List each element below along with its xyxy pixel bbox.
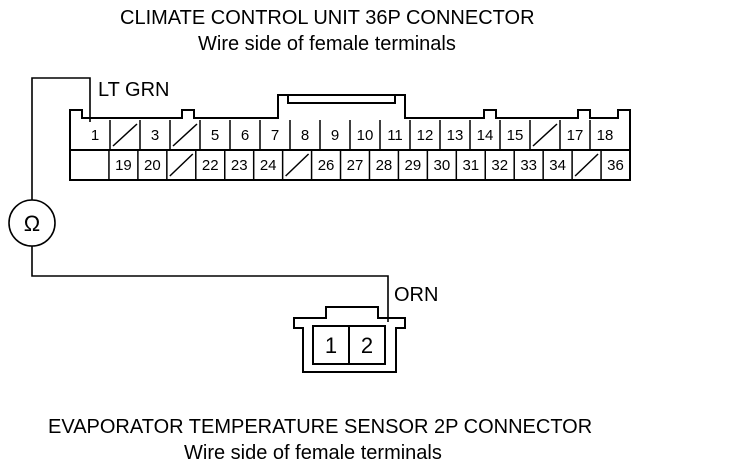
pin-12: 12 <box>417 127 434 144</box>
ohm-symbol: Ω <box>24 211 40 236</box>
2p-pin-2: 2 <box>361 333 373 358</box>
2p-cell-2 <box>348 325 386 365</box>
pin-1: 1 <box>91 127 99 144</box>
pin-6: 6 <box>241 127 249 144</box>
ohmmeter-icon <box>8 199 56 247</box>
pin-10: 10 <box>357 127 374 144</box>
pin-28: 28 <box>376 157 393 174</box>
pin-24: 24 <box>260 157 277 174</box>
pin-14: 14 <box>477 127 494 144</box>
pin-3: 3 <box>151 127 159 144</box>
empty-cavity-slash <box>172 123 198 147</box>
pin-7: 7 <box>271 127 279 144</box>
empty-cavity-slash <box>112 123 138 147</box>
pin-18: 18 <box>597 127 614 144</box>
lt-grn-wire-label: LT GRN <box>98 79 170 101</box>
bottom-connector-title: EVAPORATOR TEMPERATURE SENSOR 2P CONNECT… <box>48 416 592 438</box>
pin-19: 19 <box>115 157 132 174</box>
2p-pin-1: 1 <box>325 333 337 358</box>
empty-cavity-slash <box>169 153 194 177</box>
evaporator-2p-connector <box>293 306 406 373</box>
pin-26: 26 <box>318 157 335 174</box>
bottom-connector-subtitle: Wire side of female terminals <box>184 442 442 464</box>
orn-wire-label: ORN <box>394 284 438 306</box>
pin-15: 15 <box>507 127 524 144</box>
pin-31: 31 <box>462 157 479 174</box>
pin-17: 17 <box>567 127 584 144</box>
pin-8: 8 <box>301 127 309 144</box>
pin-36: 36 <box>607 157 624 174</box>
pin-32: 32 <box>491 157 508 174</box>
top-connector-title: CLIMATE CONTROL UNIT 36P CONNECTOR <box>120 7 535 29</box>
pin-34: 34 <box>549 157 566 174</box>
pin-33: 33 <box>520 157 537 174</box>
orn-wire <box>31 246 389 322</box>
pin-13: 13 <box>447 127 464 144</box>
2p-connector-outline <box>293 306 406 373</box>
connector-outline <box>69 94 631 181</box>
pin-23: 23 <box>231 157 248 174</box>
pin-27: 27 <box>347 157 364 174</box>
empty-cavity-slash <box>285 153 310 177</box>
pin-11: 11 <box>387 127 403 144</box>
lt-grn-wire <box>31 77 91 200</box>
pin-29: 29 <box>405 157 422 174</box>
measurement-wires <box>8 77 389 322</box>
pin-9: 9 <box>331 127 339 144</box>
empty-cavity-slash <box>532 123 558 147</box>
pin-5: 5 <box>211 127 219 144</box>
top-connector-subtitle: Wire side of female terminals <box>198 33 456 55</box>
pin-30: 30 <box>433 157 450 174</box>
pin-20: 20 <box>144 157 161 174</box>
pin-22: 22 <box>202 157 219 174</box>
empty-cavity-slash <box>574 153 599 177</box>
connector-latch <box>287 95 396 104</box>
